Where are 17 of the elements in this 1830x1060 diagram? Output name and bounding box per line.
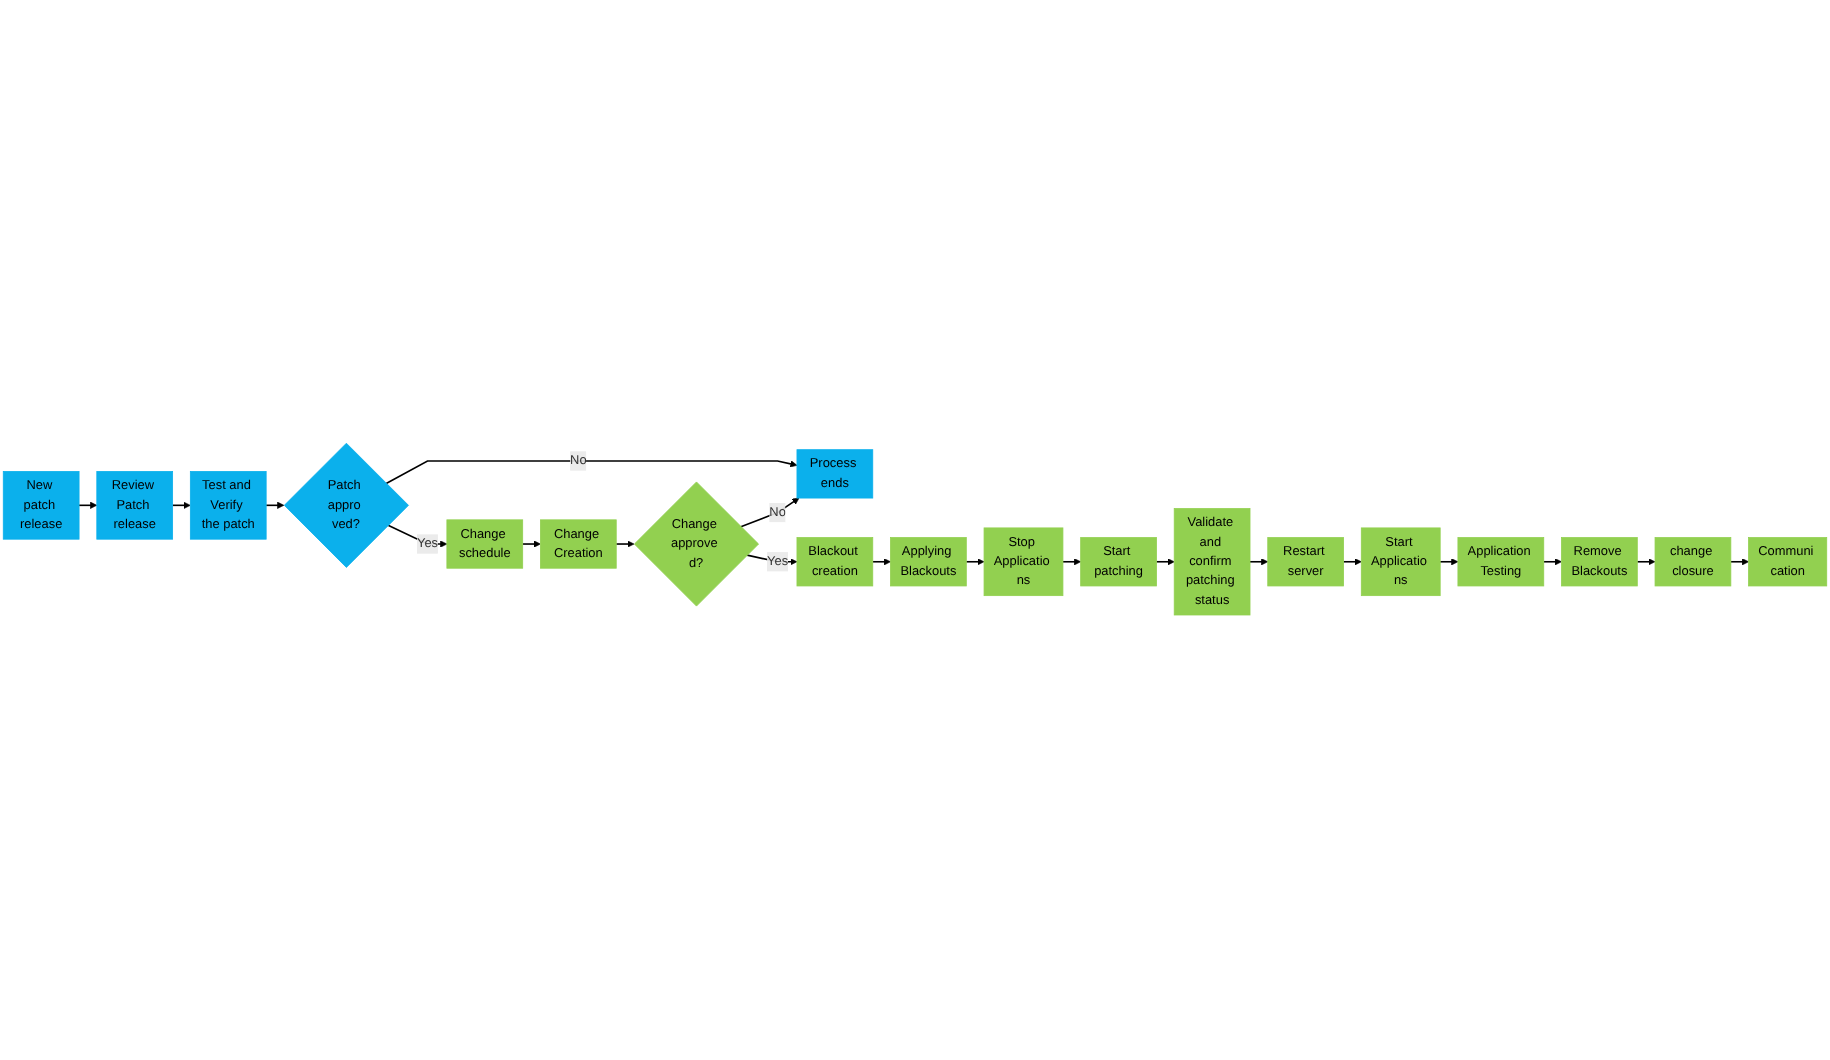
arrow — [1249, 559, 1269, 567]
arrow — [1730, 559, 1749, 567]
arrow — [265, 502, 285, 510]
arrow — [1062, 559, 1081, 567]
arrow — [1542, 559, 1562, 567]
arrow — [171, 502, 191, 510]
arrow — [871, 559, 891, 567]
arrow — [1636, 559, 1656, 567]
arrow — [1155, 559, 1175, 567]
arrow — [385, 461, 798, 486]
arrow — [965, 559, 985, 567]
arrow — [1439, 559, 1459, 567]
arrow — [740, 498, 800, 529]
arrow — [521, 541, 541, 549]
arrow — [1342, 559, 1362, 567]
arrow — [615, 541, 635, 549]
arrow — [78, 502, 98, 510]
